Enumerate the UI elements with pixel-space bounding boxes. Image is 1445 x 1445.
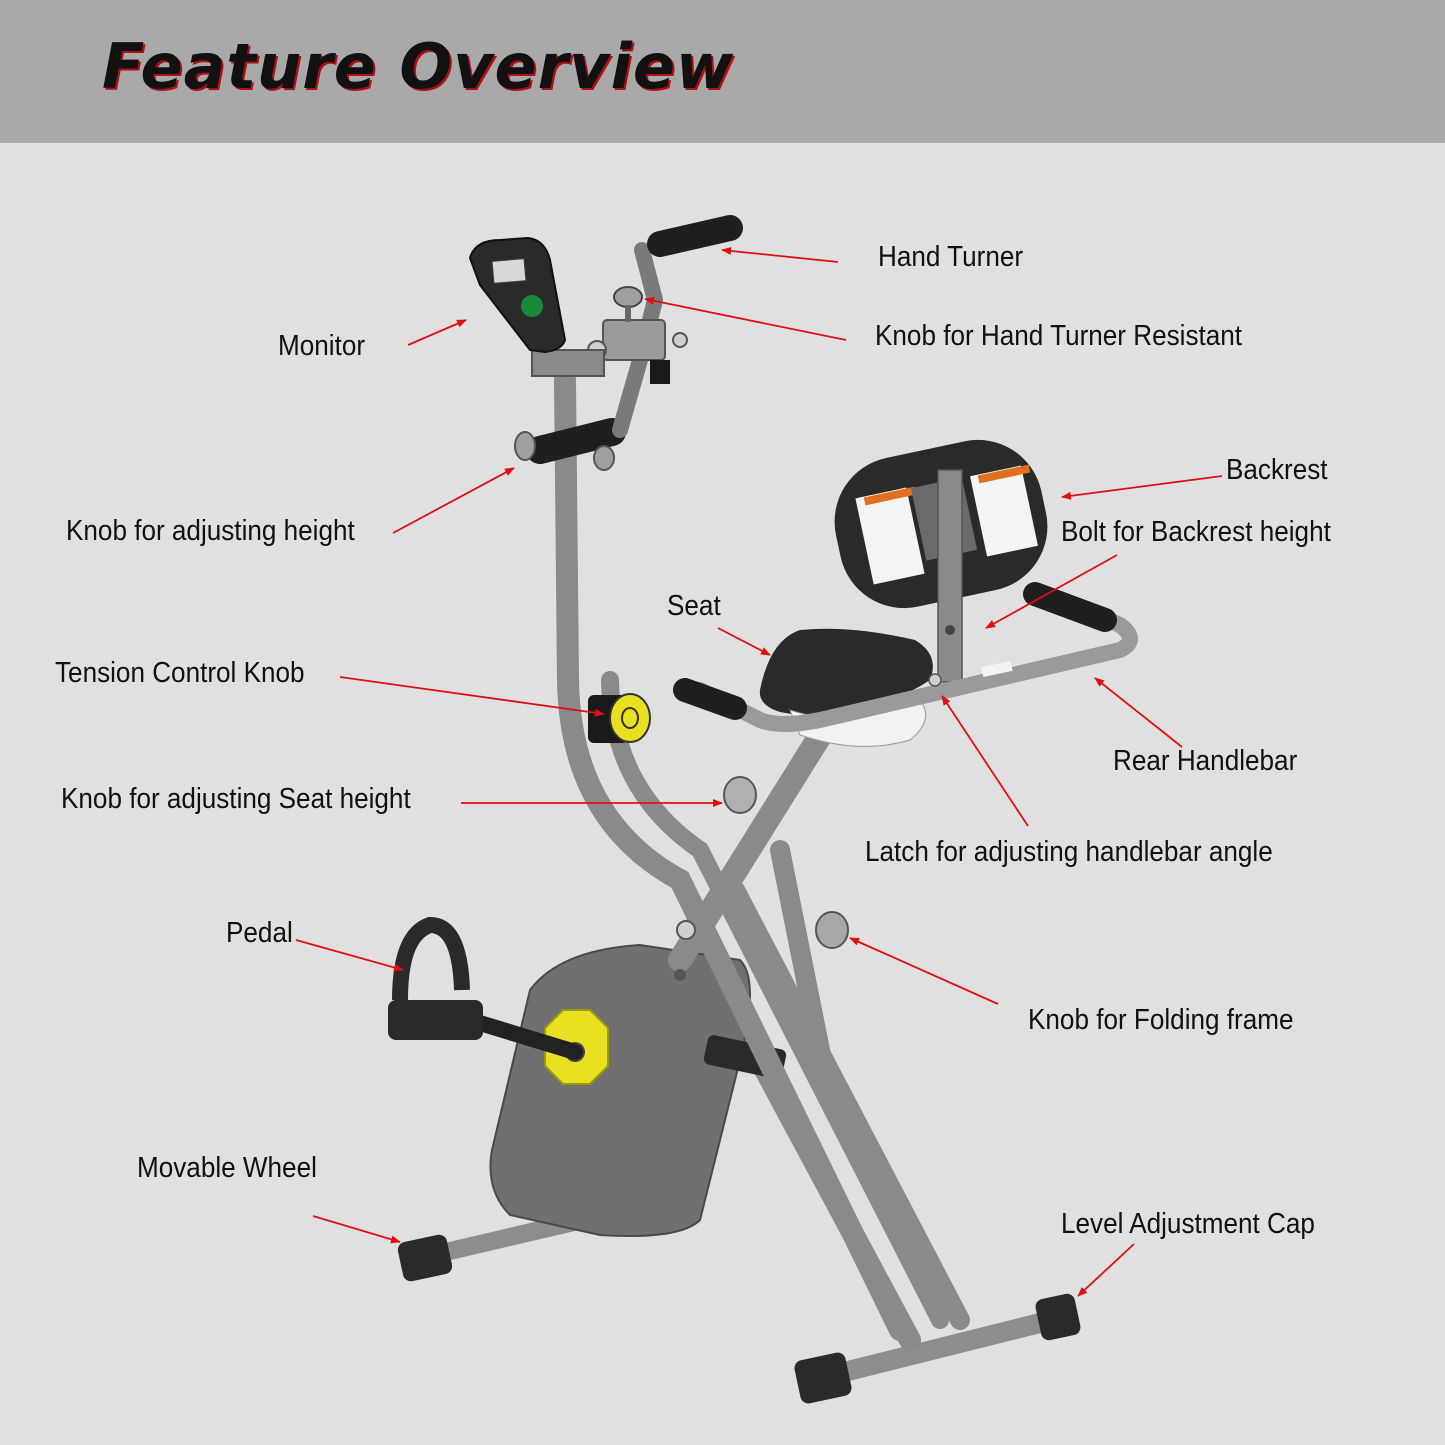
arrow-hand-turner <box>721 246 839 263</box>
folding-frame-knob <box>815 911 849 949</box>
arrow-bolt-backrest-height <box>985 554 1118 629</box>
arrow-level-adjustment-cap <box>1077 1243 1135 1297</box>
backrest <box>834 439 1048 683</box>
seat-height-knob <box>723 776 757 814</box>
label-tension-control-knob: Tension Control Knob <box>55 657 305 689</box>
rear-stabilizer <box>794 1293 1081 1404</box>
label-backrest: Backrest <box>1226 454 1328 486</box>
arrow-monitor <box>407 319 467 346</box>
arrow-knob-adjusting-height <box>392 467 515 534</box>
arrow-backrest <box>1061 475 1223 500</box>
arrow-knob-hand-turner-resistant <box>644 296 847 341</box>
header-bar <box>0 0 1445 143</box>
arrow-knob-folding-frame <box>849 937 999 1005</box>
arrow-latch-handlebar-angle <box>941 695 1029 827</box>
front-handlebar <box>514 418 626 471</box>
arrow-movable-wheel <box>312 1215 401 1244</box>
upright-bracket <box>531 349 605 377</box>
label-hand-turner: Hand Turner <box>878 241 1024 273</box>
tension-control-knob <box>588 693 651 743</box>
label-knob-adjusting-height: Knob for adjusting height <box>66 515 355 547</box>
label-level-adjustment-cap: Level Adjustment Cap <box>1061 1208 1315 1240</box>
arrow-tension-control-knob <box>339 676 605 717</box>
label-latch-handlebar-angle: Latch for adjusting handlebar angle <box>865 836 1273 868</box>
page-title: Feature Overview <box>102 30 735 103</box>
label-rear-handlebar: Rear Handlebar <box>1113 745 1298 777</box>
label-movable-wheel: Movable Wheel <box>137 1152 317 1184</box>
arrow-seat <box>717 627 771 656</box>
frame-seat-tube <box>668 708 842 1110</box>
label-seat: Seat <box>667 590 721 622</box>
monitor-unit <box>468 236 567 354</box>
arrow-rear-handlebar <box>1094 677 1183 748</box>
arrow-pedal <box>295 939 404 972</box>
label-knob-folding-frame: Knob for Folding frame <box>1028 1004 1294 1036</box>
rear-handlebar <box>673 582 1138 732</box>
hand-turner-assembly <box>587 215 743 438</box>
label-monitor: Monitor <box>278 330 366 362</box>
seat <box>759 628 933 747</box>
label-knob-hand-turner-resistant: Knob for Hand Turner Resistant <box>875 320 1243 352</box>
annotation-arrows <box>295 246 1223 1297</box>
label-pedal: Pedal <box>226 917 293 949</box>
label-knob-adjusting-seat-height: Knob for adjusting Seat height <box>61 783 411 815</box>
flywheel-housing <box>489 943 751 1237</box>
label-bolt-backrest-height: Bolt for Backrest height <box>1061 516 1331 548</box>
